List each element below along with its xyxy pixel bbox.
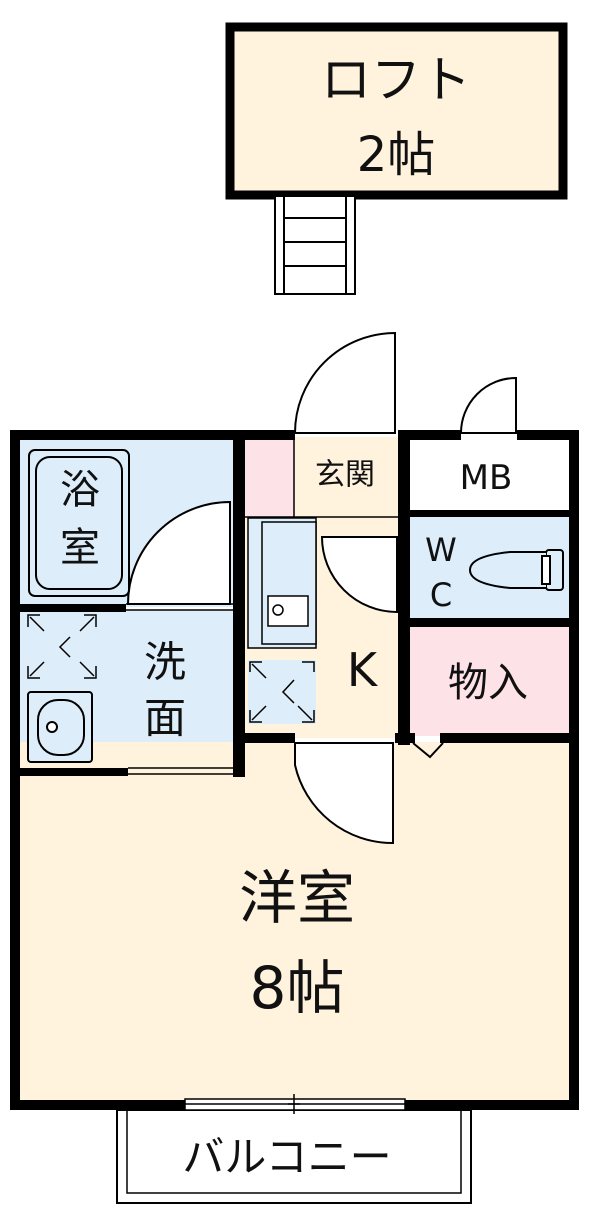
kitchen-counter [247,517,317,649]
balcony-label: バルコニー [182,1133,391,1182]
doors [126,331,517,845]
wash-basin [27,691,93,763]
bath-door [126,500,231,605]
western-room-label: 洋室 [239,864,355,932]
entrance-floor [294,437,404,517]
washroom-label-1: 洗 [144,638,186,687]
balcony-window [184,1094,406,1114]
western-room-size: 8帖 [250,954,345,1022]
loft-size: 2帖 [357,127,436,183]
wc-label-c: C [430,576,452,614]
western-floor [18,742,571,1102]
storage-label: 物入 [448,660,528,706]
loft-label: ロフト [321,51,471,109]
loft-room: ロフト 2帖 [225,22,568,200]
toilet [468,549,564,591]
mb-label: MB [460,458,513,498]
washing-machine-pan [27,614,97,679]
kitchen-label: K [347,643,379,697]
kitchen-laundry-pan [248,660,316,724]
mb-door [459,376,517,434]
entrance-label: 玄関 [315,458,375,493]
kitchen-door [294,742,394,845]
bath-label-2: 室 [60,525,100,571]
balcony: バルコニー [116,1109,472,1204]
bathtub [28,449,130,597]
storage-door [412,742,444,759]
wc-label-w: W [425,531,457,569]
loft-ladder [274,195,356,295]
entrance-step [244,437,294,517]
wc-door [320,536,398,614]
storage-floor [406,626,571,736]
washroom-label-2: 面 [144,694,186,743]
mb-floor [406,437,571,512]
bath-label-1: 浴 [60,467,100,513]
entrance-door [293,331,396,434]
